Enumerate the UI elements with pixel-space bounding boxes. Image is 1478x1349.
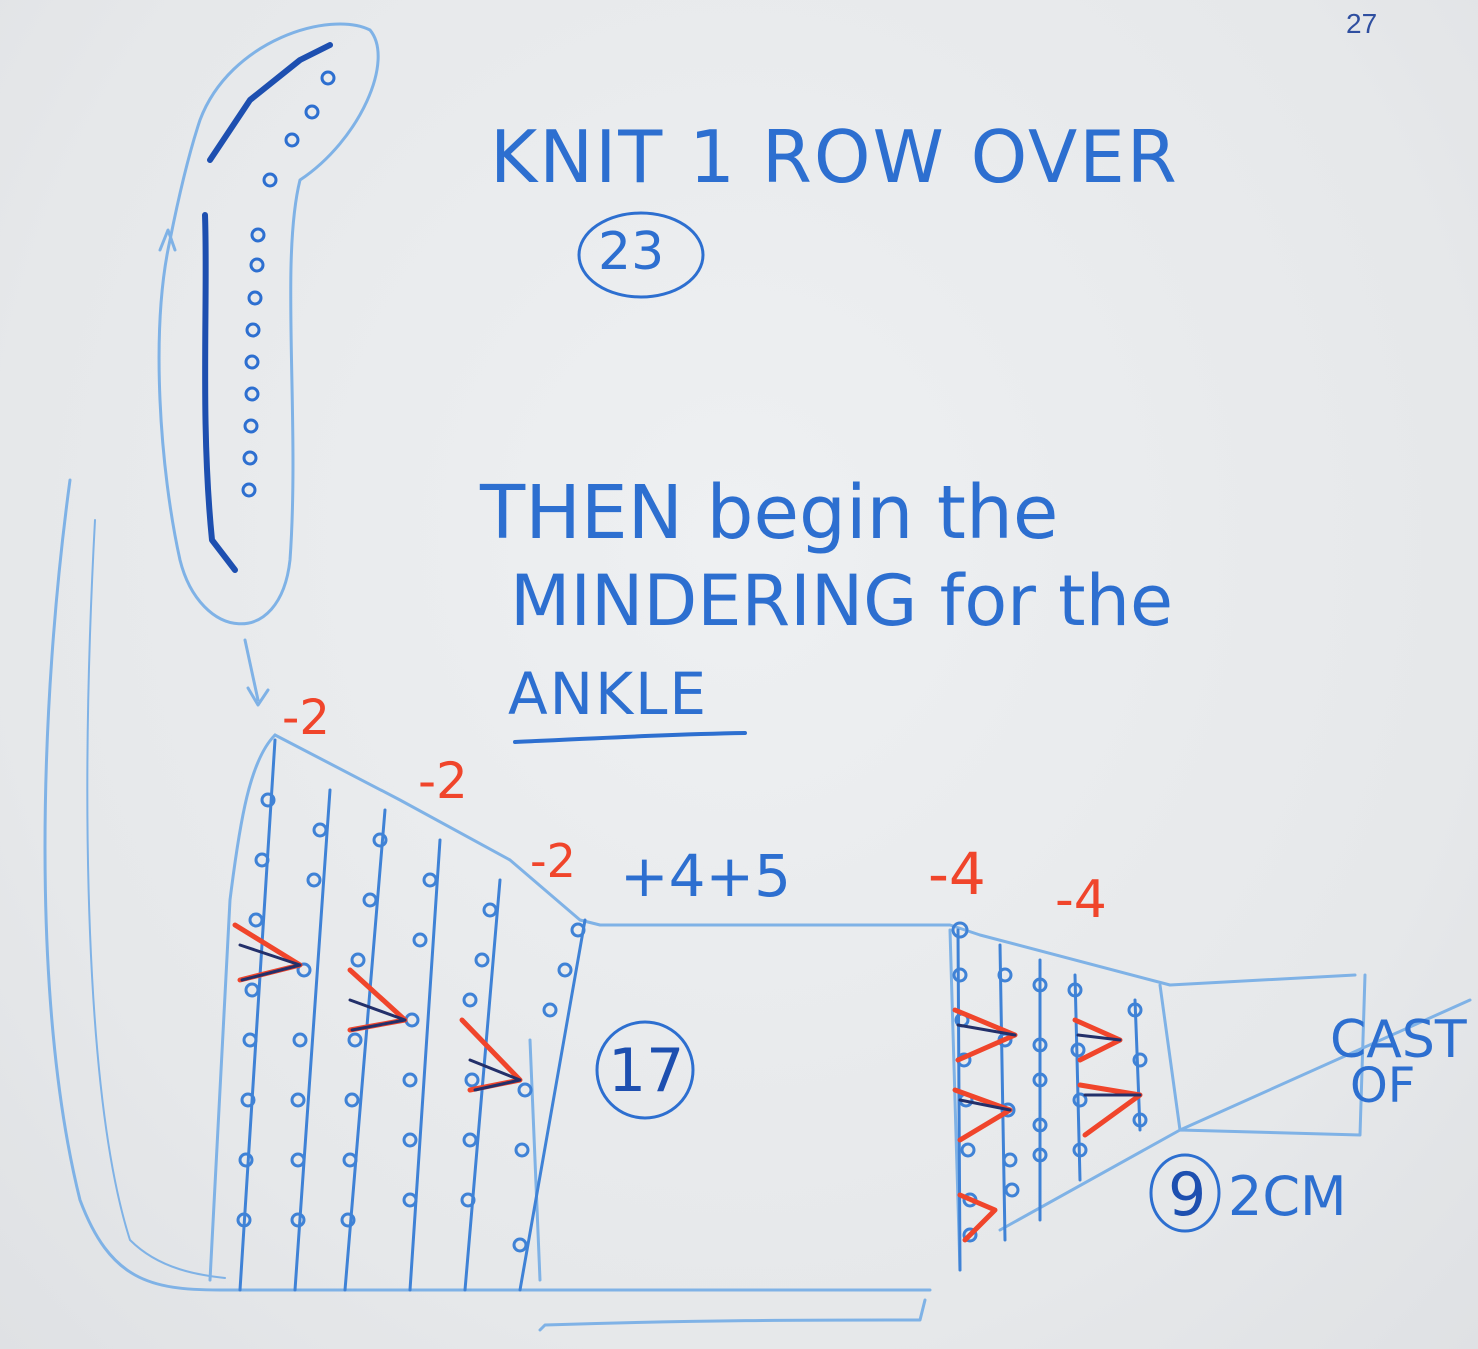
decrease-label-5: -4: [1055, 870, 1107, 930]
bracket: [540, 1300, 925, 1330]
increase-label: +4+5: [620, 842, 791, 910]
circled-count-17: 17: [608, 1036, 684, 1106]
decrease-label-3: -2: [530, 834, 576, 888]
row-loop-dark-stitches: [205, 45, 330, 570]
row-loop-connector-arrow: [245, 640, 268, 705]
note-mindering: MINDERING for the: [510, 560, 1173, 642]
decrease-chevrons-left: [235, 925, 520, 1090]
length-label: 2CM: [1228, 1165, 1347, 1228]
circled-count-9: 9: [1168, 1160, 1206, 1230]
decrease-label-2: -2: [418, 752, 468, 810]
note-ankle: ANKLE: [508, 660, 708, 728]
ankle-underline: [515, 733, 745, 742]
note-knit-row: KNIT 1 ROW OVER: [490, 115, 1179, 199]
decrease-label-4: -4: [928, 840, 986, 908]
row-loop-stitches: [243, 72, 334, 496]
note-then-begin: THEN begin the: [480, 470, 1058, 556]
row-loop-outline: [159, 24, 378, 624]
cast-off-label-2: OF: [1350, 1058, 1415, 1114]
sock-outline-heel: [87, 520, 225, 1278]
decrease-label-1: -2: [282, 690, 330, 746]
circled-count-23: 23: [598, 222, 664, 282]
decrease-chevrons-right-dark: [958, 1025, 1140, 1110]
decrease-chevrons-left-dark: [240, 945, 520, 1090]
